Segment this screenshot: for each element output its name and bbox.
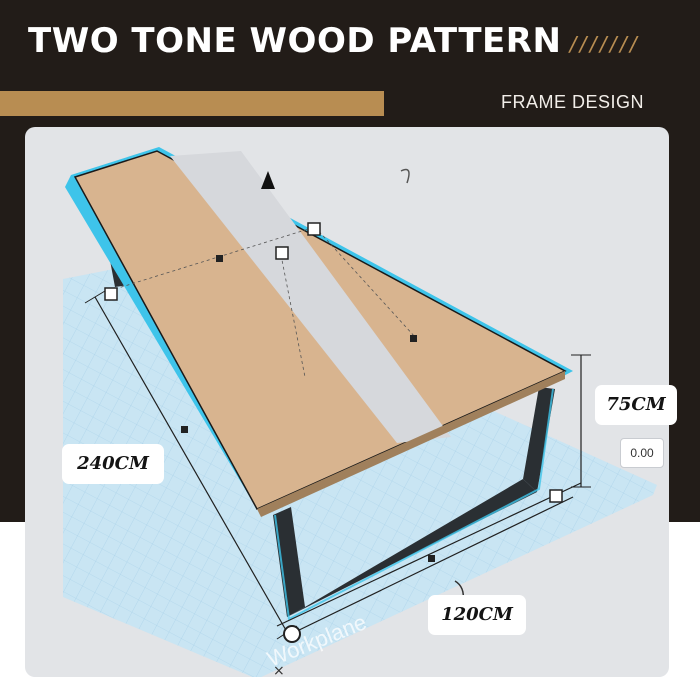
tabletop[interactable] [65, 147, 573, 517]
length-dimension-label: 240CM [62, 444, 164, 484]
dimension-lines [94, 296, 582, 634]
guide-lines [114, 226, 416, 378]
table-3d-model: Workplane [63, 147, 657, 677]
rotate-icon[interactable] [400, 168, 410, 184]
lift-arrow-icon[interactable] [261, 171, 275, 189]
gold-accent-bar [0, 91, 384, 116]
selection-handles[interactable] [104, 222, 563, 643]
decorative-slashes: /////// [568, 32, 640, 56]
page-subtitle: FRAME DESIGN [500, 92, 644, 112]
height-dimension-label: 75CM [595, 385, 677, 425]
value-readout-input[interactable]: 0.00 [620, 438, 664, 468]
tabletop-center-stripe [170, 151, 451, 443]
design-viewport[interactable]: Workplane [25, 127, 669, 677]
close-icon[interactable]: × [273, 663, 285, 677]
width-dimension-label: 120CM [428, 595, 526, 635]
page-title: TWO TONE WOOD PATTERN [28, 21, 562, 61]
